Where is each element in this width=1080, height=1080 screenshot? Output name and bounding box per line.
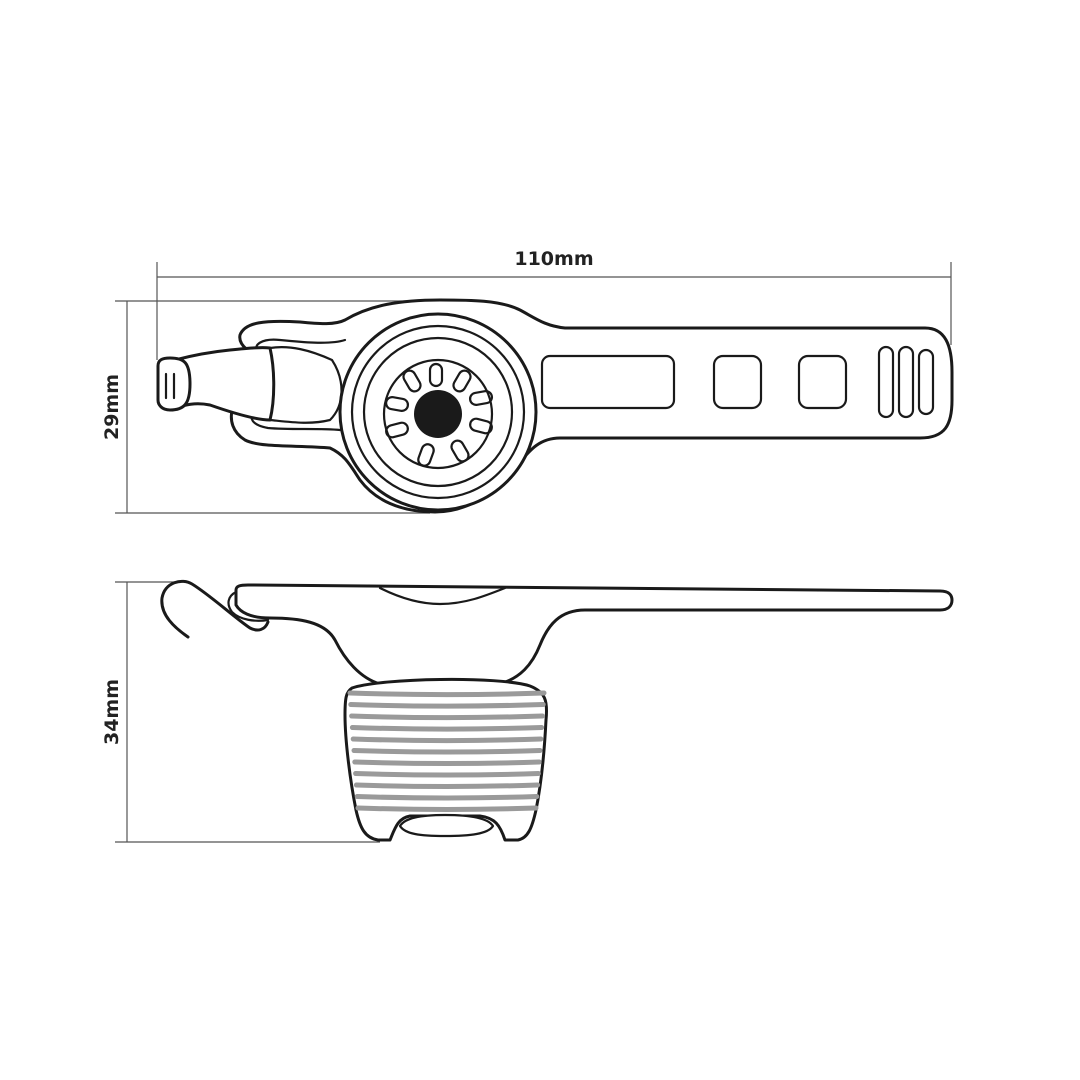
nozzle-body <box>173 346 276 422</box>
led-pad <box>428 362 444 388</box>
strap-grip-rib-1 <box>877 345 895 419</box>
lamp-center-button <box>414 390 462 438</box>
strap-grip-rib-2 <box>897 345 915 419</box>
top-height-dimension: 29mm <box>101 300 430 514</box>
led-pad <box>385 421 409 439</box>
led-pad <box>452 369 472 393</box>
strap-slot-long <box>540 354 676 410</box>
lamp-inner-ring <box>362 336 514 488</box>
led-pad <box>450 439 470 463</box>
lamp-middle-ring <box>350 324 526 500</box>
lamp-body-stripes <box>347 690 547 812</box>
led-pad <box>468 390 494 406</box>
led-pad <box>469 417 493 435</box>
lamp-body-stripe <box>353 782 541 789</box>
side-view <box>160 579 954 842</box>
hook <box>160 579 270 639</box>
side-height-label: 34mm <box>101 679 123 745</box>
led-pads <box>384 362 494 467</box>
lamp-body-stripe <box>354 794 540 801</box>
lamp-led-ring <box>382 358 494 470</box>
side-height-dimension: 34mm <box>101 581 380 843</box>
lamp-body-stripe <box>349 725 545 732</box>
strap-slot-square-2 <box>797 354 848 410</box>
width-label: 110mm <box>514 248 593 270</box>
lamp-body-stripe <box>355 805 539 812</box>
top-height-label: 29mm <box>101 374 123 440</box>
strap-grip-rib-3 <box>917 348 935 416</box>
strap-slot-square-1 <box>712 354 763 410</box>
lamp-body-stripe <box>350 736 544 743</box>
lamp-body-stripe <box>353 771 541 778</box>
led-pad <box>417 443 435 467</box>
lamp-body-stripe <box>352 759 542 766</box>
led-pad <box>384 396 410 412</box>
lamp-body-stripe <box>351 748 543 755</box>
lamp-body-stripe <box>349 713 545 720</box>
top-view <box>156 298 954 514</box>
lamp-base-cutout <box>398 813 495 838</box>
strap-inner-contour <box>255 338 347 354</box>
strap-top-bulge <box>378 586 507 606</box>
strap-side-profile <box>234 583 954 686</box>
led-pad <box>402 369 422 393</box>
width-dimension: 110mm <box>156 248 952 360</box>
lamp-body-stripe <box>348 702 546 709</box>
lamp-body-stripe <box>347 690 547 697</box>
strap-hook-junction <box>227 590 270 622</box>
